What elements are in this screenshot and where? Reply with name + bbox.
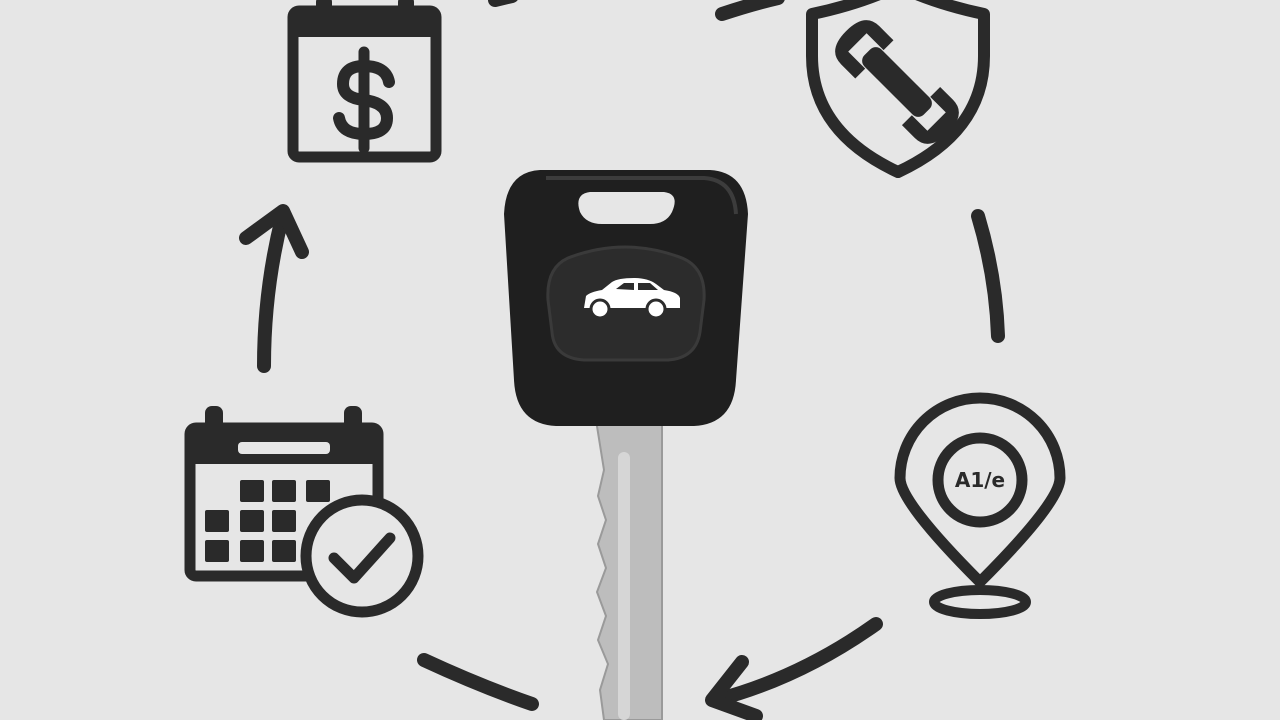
location-pin-icon: A1/e: [894, 392, 1066, 619]
check-badge: [300, 494, 424, 618]
bottom-right-arrow-shaft: [709, 617, 883, 707]
key-blade: [594, 419, 663, 720]
calendar-grid: [205, 480, 330, 562]
bottom-right-arrow-head: [705, 655, 763, 720]
pin-base-icon: [929, 585, 1031, 619]
car-icon: [584, 278, 680, 320]
key-fob: [504, 170, 748, 426]
pin-label: A1/e: [955, 468, 1005, 492]
calendar-check-icon: [184, 406, 424, 618]
left-up-arrow-shaft: [257, 211, 289, 373]
bottom-left-dash: [417, 653, 539, 711]
wrench-icon: [835, 20, 959, 144]
keyring-hole: [578, 192, 675, 224]
right-arc-dash: [971, 209, 1005, 343]
car-key: [504, 170, 748, 720]
left-up-arrow-head: [239, 204, 309, 259]
top-right-dash: [715, 0, 785, 21]
calendar-dollar-icon: [287, 0, 442, 163]
shield-wrench-icon: [806, 0, 990, 178]
cycle-connectors: [239, 0, 1005, 720]
check-icon: [328, 532, 396, 584]
